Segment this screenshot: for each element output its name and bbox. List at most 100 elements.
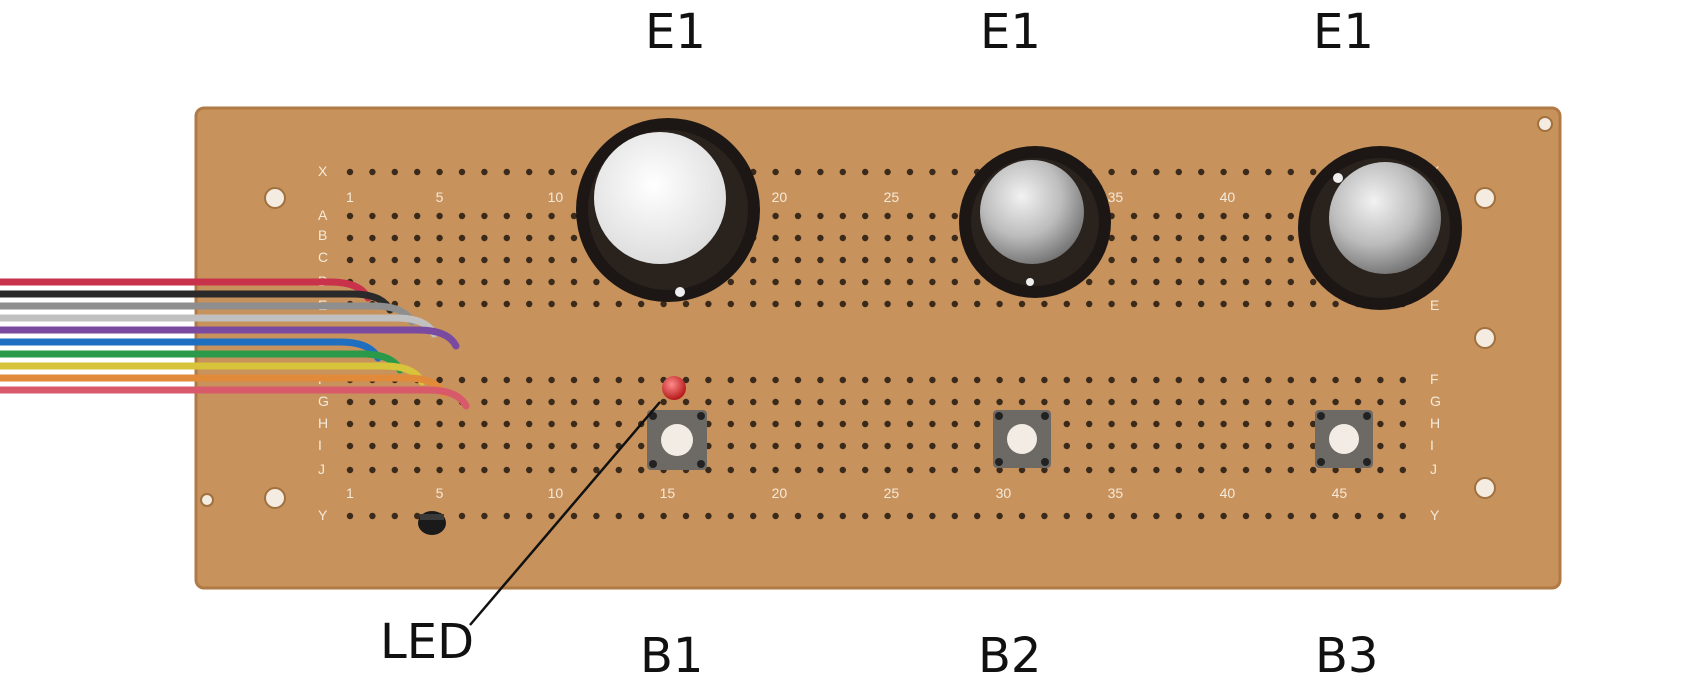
board-hole (1265, 376, 1272, 384)
board-hole (593, 442, 600, 450)
board-hole (526, 512, 533, 520)
board-hole (1153, 300, 1160, 308)
board-hole (1198, 300, 1205, 308)
board-hole (772, 300, 779, 308)
board-hole (1041, 466, 1048, 474)
board-hole (1265, 398, 1272, 406)
board-hole (906, 212, 914, 220)
board-hole (458, 512, 466, 520)
board-hole (570, 300, 578, 308)
board-hole (1242, 256, 1250, 264)
board-hole (548, 278, 555, 286)
board-hole (1220, 442, 1227, 450)
board-hole (772, 466, 779, 474)
board-hole (750, 256, 757, 264)
board-hole (1310, 278, 1317, 286)
board-hole (974, 300, 981, 308)
board-hole (1130, 256, 1138, 264)
board-hole (481, 376, 488, 384)
board-hole (794, 442, 802, 450)
board-hole (906, 234, 914, 242)
board-hole (884, 212, 891, 220)
board-hole (369, 256, 376, 264)
board-hole (346, 442, 354, 450)
board-hole (996, 300, 1003, 308)
column-number: 1 (346, 485, 354, 501)
board-hole (1175, 212, 1183, 220)
board-hole (548, 420, 555, 428)
board-hole (1399, 466, 1407, 474)
board-hole (1018, 512, 1026, 520)
board-hole (593, 300, 600, 308)
board-hole (570, 442, 578, 450)
board-hole (705, 300, 712, 308)
column-number: 35 (1108, 485, 1124, 501)
board-hole (772, 512, 779, 520)
board-hole (481, 420, 488, 428)
board-hole (391, 420, 398, 428)
board-hole (414, 234, 421, 242)
board-hole (1108, 376, 1115, 384)
board-hole (548, 466, 555, 474)
board-hole (346, 212, 354, 220)
board-hole (1086, 376, 1093, 384)
board-hole (615, 376, 622, 384)
board-hole (839, 398, 846, 406)
board-hole (974, 398, 981, 406)
board-hole (929, 256, 936, 264)
board-hole (548, 300, 555, 308)
button-label-3: B3 (1315, 628, 1379, 684)
board-hole (996, 376, 1003, 384)
board-hole (458, 168, 466, 176)
board-hole (1130, 212, 1138, 220)
button-label-1: B1 (640, 628, 704, 684)
board-hole (1287, 442, 1295, 450)
board-hole (1220, 212, 1227, 220)
column-number: 35 (1108, 189, 1124, 205)
board-hole (615, 512, 622, 520)
board-hole (615, 398, 622, 406)
board-hole (750, 300, 757, 308)
board-hole (369, 512, 376, 520)
column-number: 40 (1220, 189, 1236, 205)
board-hole (436, 256, 443, 264)
board-hole (906, 398, 914, 406)
board-hole (526, 278, 533, 286)
board-hole (481, 234, 488, 242)
board-hole (929, 398, 936, 406)
board-hole (503, 256, 510, 264)
board-hole (1332, 466, 1339, 474)
board-hole (817, 168, 824, 176)
board-hole (526, 420, 533, 428)
board-hole (817, 278, 824, 286)
board-hole (526, 300, 533, 308)
board-hole (391, 512, 398, 520)
board-hole (414, 512, 421, 520)
board-hole (1310, 466, 1317, 474)
board-hole (481, 212, 488, 220)
board-hole (414, 398, 421, 406)
board-hole (1265, 300, 1272, 308)
board-hole (503, 466, 510, 474)
board-hole (638, 300, 645, 308)
board-hole (1399, 442, 1407, 450)
board-hole (1332, 512, 1339, 520)
board-hole (1198, 256, 1205, 264)
board-hole (458, 376, 466, 384)
small-component (418, 511, 446, 535)
board-hole (638, 466, 645, 474)
board-hole (548, 512, 555, 520)
board-hole (503, 278, 510, 286)
board-hole (929, 466, 936, 474)
column-number: 25 (884, 485, 900, 501)
board-hole (951, 234, 958, 242)
board-hole (570, 212, 578, 220)
board-hole (862, 512, 869, 520)
red-led (662, 376, 686, 400)
board-hole (1242, 278, 1250, 286)
board-hole (458, 466, 466, 474)
row-letter: A (318, 207, 328, 223)
board-hole (391, 234, 398, 242)
board-hole (593, 420, 600, 428)
column-number: 45 (1332, 485, 1348, 501)
